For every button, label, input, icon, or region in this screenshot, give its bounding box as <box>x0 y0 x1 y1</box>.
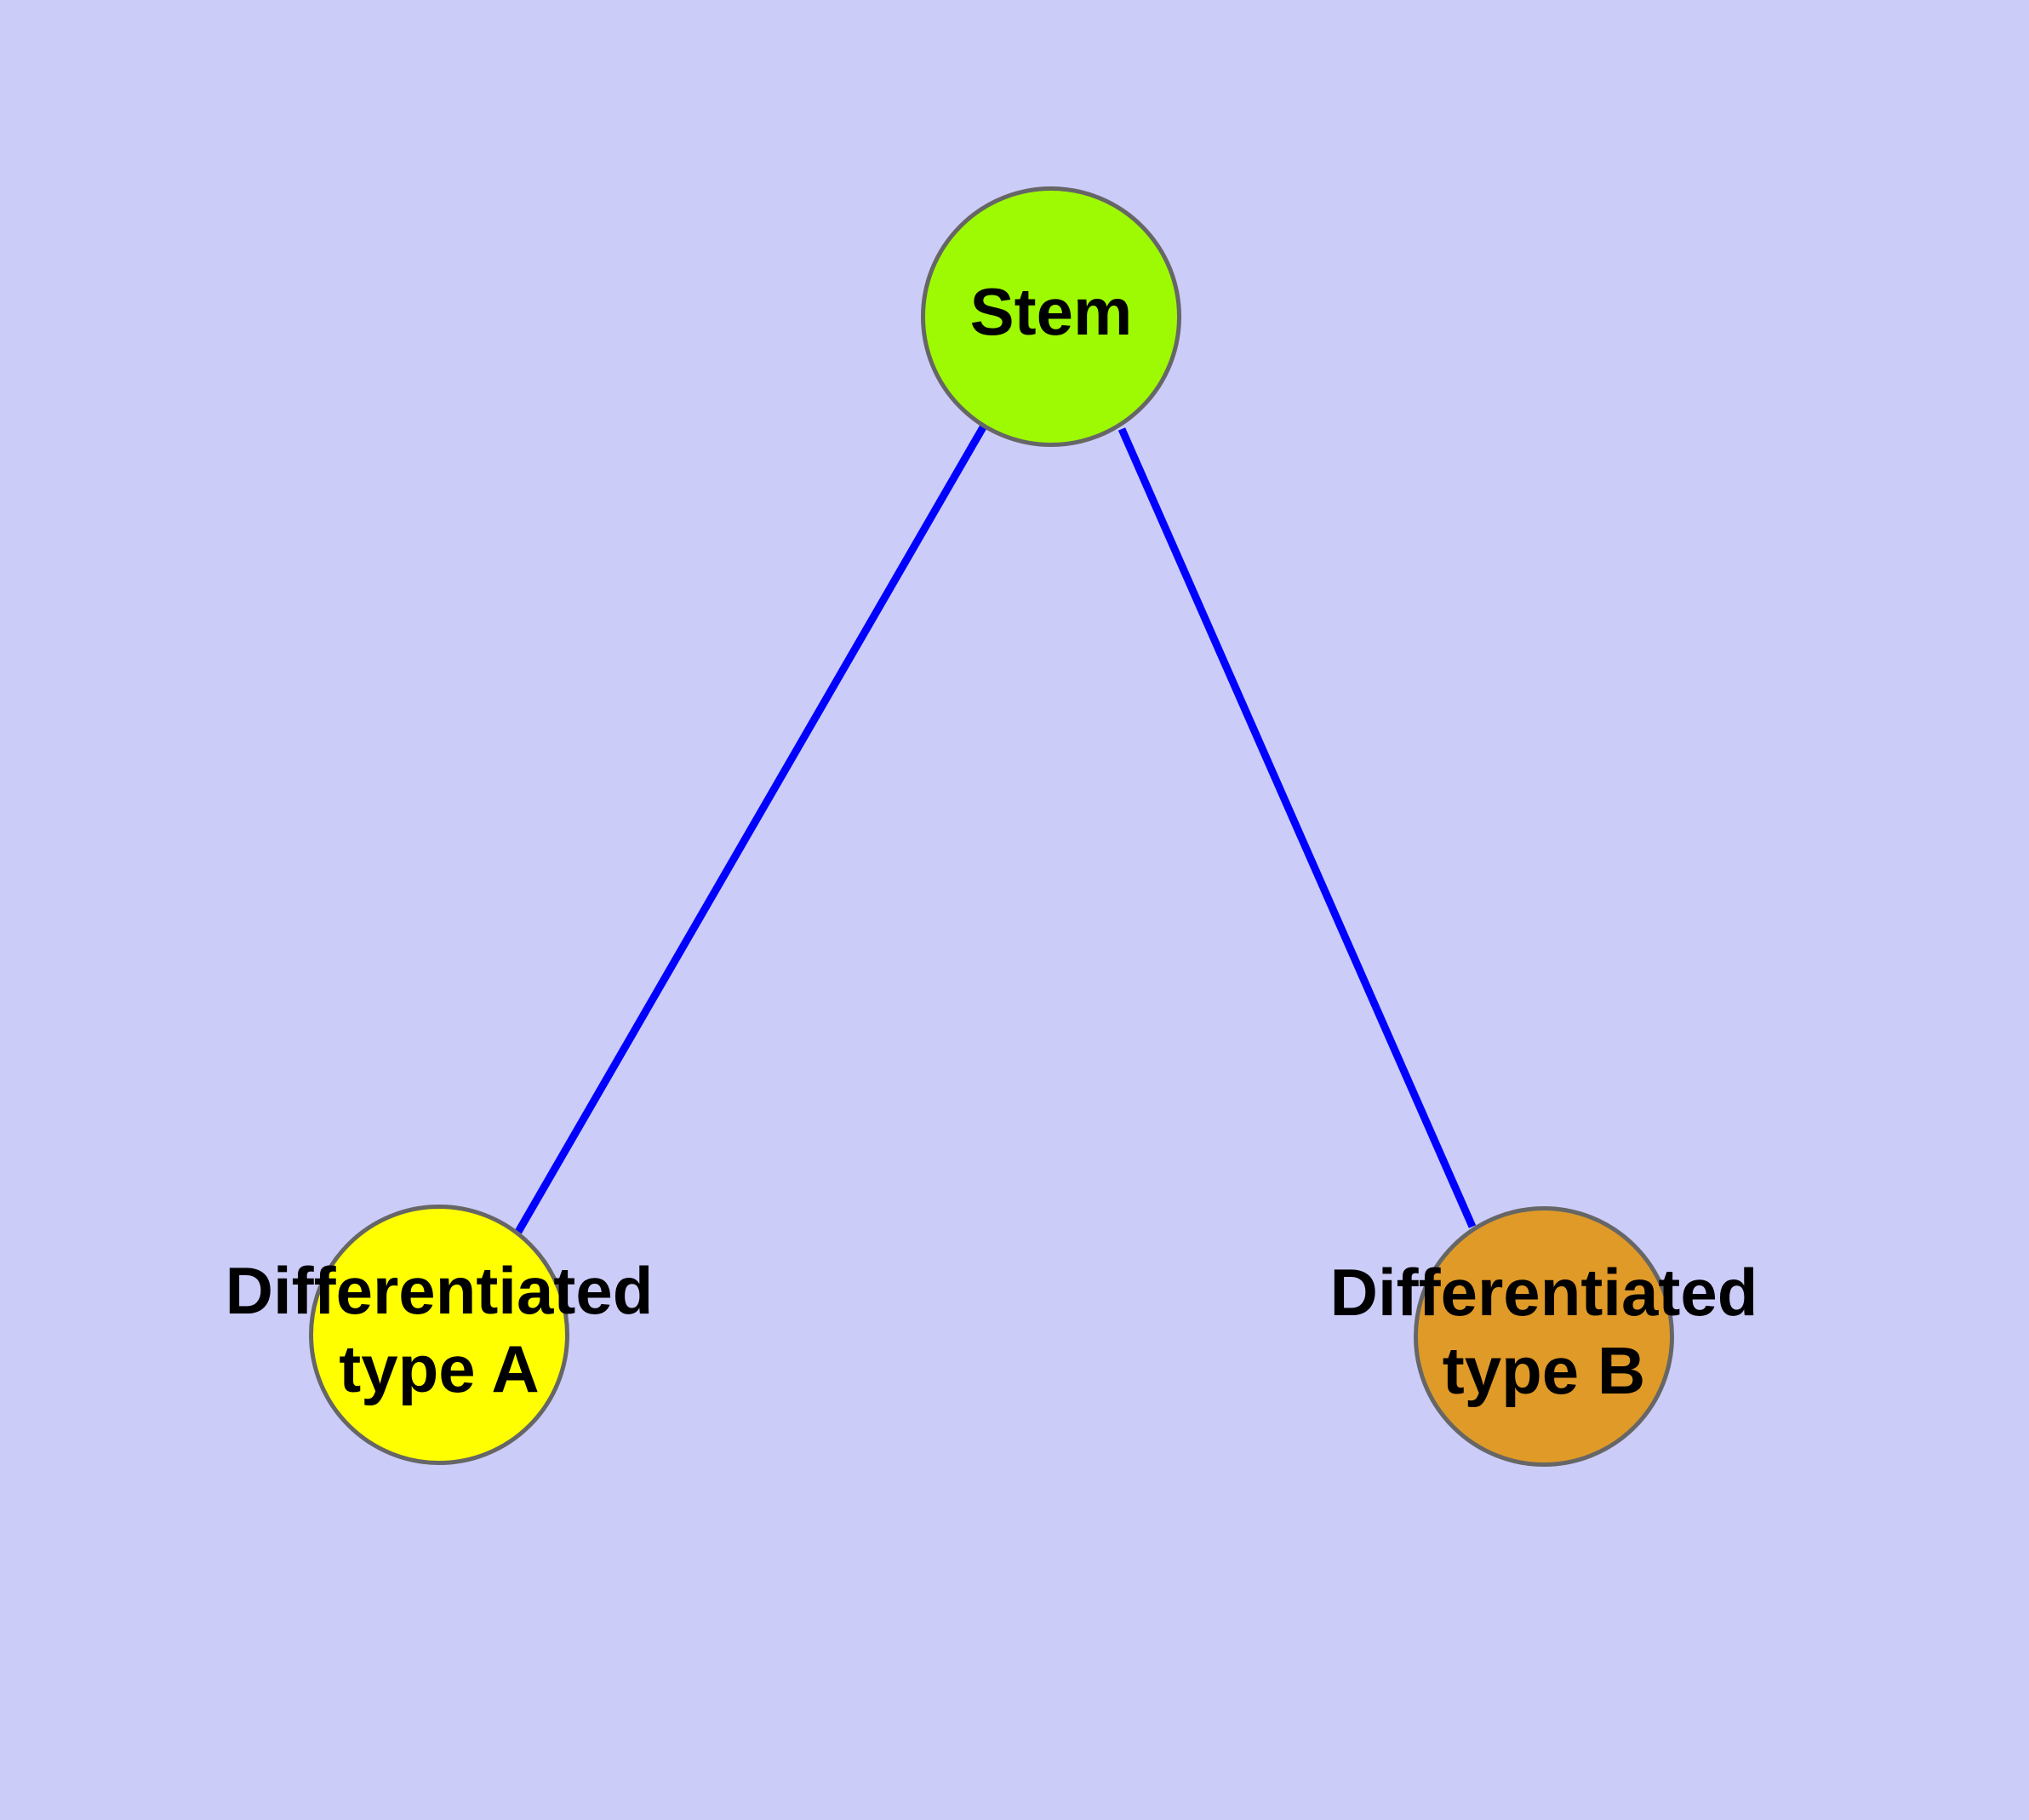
node-circle-stem[interactable] <box>921 186 1181 447</box>
node-circle-diff_a[interactable] <box>309 1205 569 1465</box>
node-label-line: Differentiated <box>1330 1255 1758 1330</box>
node-diff_a[interactable] <box>309 1205 569 1465</box>
edge-stem-to-diff_b <box>1117 427 1477 1228</box>
node-diff_b[interactable] <box>1414 1206 1674 1467</box>
node-label-line: type B <box>1443 1333 1645 1408</box>
node-circle-diff_b[interactable] <box>1414 1206 1674 1467</box>
node-stem[interactable] <box>921 186 1181 447</box>
node-label-stem: Stem <box>970 274 1133 349</box>
node-label-line: Stem <box>970 274 1133 349</box>
node-label-line: Differentiated <box>226 1253 654 1328</box>
edges-layer <box>515 425 1477 1234</box>
node-label-line: type A <box>339 1331 540 1406</box>
edge-stem-to-diff_a <box>515 425 986 1234</box>
